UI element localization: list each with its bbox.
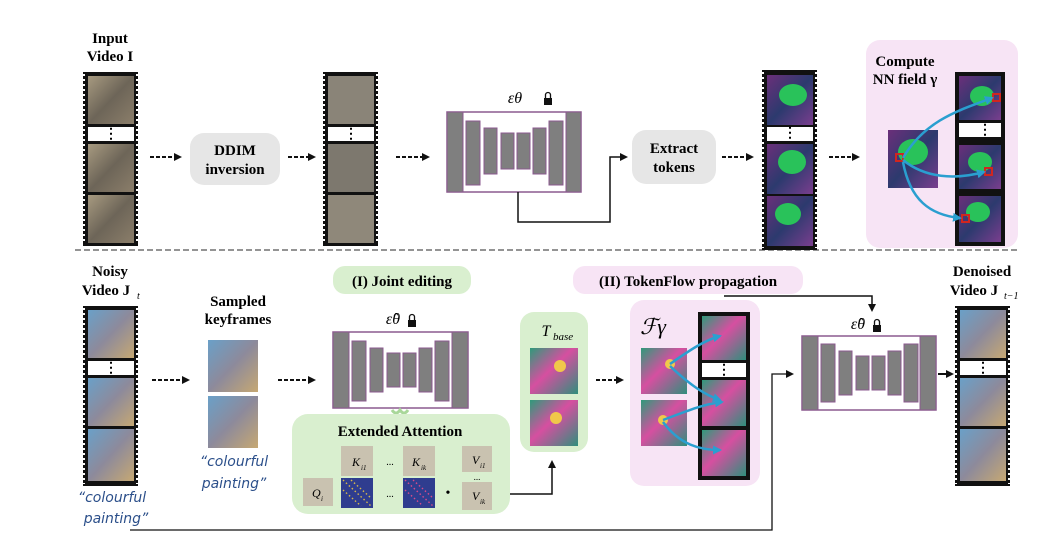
tf-arrow-3 <box>662 398 724 422</box>
noisy-sub: t <box>137 291 140 302</box>
noisy-label-1: Noisy <box>92 264 128 280</box>
attention-kk: K ik <box>403 446 435 476</box>
svg-text:V: V <box>472 489 481 503</box>
extract-label-1: Extract <box>650 141 698 157</box>
svg-text:ik: ik <box>480 498 486 506</box>
input-video-label-2: Video I <box>87 49 134 65</box>
noisy-video-filmstrip <box>83 306 138 486</box>
svg-text:ik: ik <box>421 464 427 472</box>
joint-editing-label: (I) Joint editing <box>352 274 453 290</box>
attention-dot-product: • <box>446 486 451 501</box>
svg-text:i1: i1 <box>480 462 485 470</box>
tf-arrow-4 <box>661 421 722 455</box>
tbase-token-maps <box>530 348 578 446</box>
tokenflow-keyframe-tokens <box>641 348 687 446</box>
prompt-mid-2: painting” <box>201 476 267 492</box>
lock-icon-top <box>544 91 552 105</box>
denoised-ellipsis: ⋮ <box>976 361 990 376</box>
unet-top <box>446 111 582 193</box>
nn-source-token-map <box>888 130 938 188</box>
attention-connector <box>390 407 410 415</box>
ddim-label-1: DDIM <box>214 143 256 159</box>
svg-text:K: K <box>411 455 421 469</box>
svg-text:Q: Q <box>312 486 321 500</box>
input-video-filmstrip <box>83 72 138 246</box>
noisy-ellipsis: ⋮ <box>104 361 118 376</box>
svg-text:i1: i1 <box>361 464 366 472</box>
tbase-sub: base <box>553 331 573 343</box>
lock-icon-joint <box>408 313 416 327</box>
attention-dots-k: ... <box>386 457 394 468</box>
input-ellipsis: ⋮ <box>104 127 118 142</box>
arrow-tokenflow-to-unet <box>724 295 876 312</box>
unet-joint-label: ε̂θ <box>386 311 400 328</box>
denoised-label-1: Denoised <box>953 264 1012 280</box>
tokenflow-ellipsis: ⋮ <box>717 363 731 378</box>
attention-dots-m: ... <box>386 489 394 500</box>
ddim-inversion-box <box>190 133 280 185</box>
svg-text:V: V <box>472 453 481 467</box>
sampled-keyframes <box>208 340 258 448</box>
ddim-label-2: inversion <box>205 162 265 178</box>
lock-icon-denoise <box>873 318 881 332</box>
attention-v1: V i1 <box>462 446 492 472</box>
nn-ellipsis: ⋮ <box>978 123 992 138</box>
tbase-label: T <box>542 323 552 340</box>
attention-k1: K i1 <box>341 446 373 476</box>
nn-arrow-1 <box>901 96 994 159</box>
tf-arrow-1 <box>669 333 722 366</box>
inverted-video-filmstrip <box>323 72 378 246</box>
prompt-mid-1: “colourful <box>200 454 268 470</box>
denoised-sub: t−1 <box>1004 291 1019 302</box>
unet-top-label: εθ <box>508 90 522 107</box>
unet-joint <box>332 331 469 409</box>
nn-arrow-2 <box>902 159 986 179</box>
denoised-label-2: Video J <box>950 283 999 299</box>
arrow-attention-to-tbase <box>510 460 556 495</box>
unet-denoise <box>801 335 937 411</box>
noisy-label-2: Video J <box>82 283 131 299</box>
nn-arrow-3 <box>901 161 962 222</box>
attention-dots-v: ... <box>474 472 481 482</box>
sampled-label-2: keyframes <box>205 312 272 328</box>
tokenflow-output-filmstrip <box>698 312 750 480</box>
tokenflow-pill <box>573 266 803 294</box>
f-gamma-label: ℱγ <box>640 314 667 339</box>
nn-target-filmstrip <box>955 72 1005 246</box>
unet-denoise-label: ε̂θ <box>851 316 865 333</box>
feature-filmstrip <box>762 70 817 250</box>
nn-label-2: NN field γ <box>873 72 938 88</box>
extract-label-2: tokens <box>653 160 695 176</box>
prompt-left-2: painting” <box>83 511 149 527</box>
svg-text:i: i <box>321 495 323 503</box>
inverted-ellipsis: ⋮ <box>344 127 358 142</box>
prompt-left-1: “colourful <box>78 490 146 506</box>
sampled-label-1: Sampled <box>210 294 267 310</box>
extract-tokens-box <box>632 130 716 184</box>
attention-matrix-1 <box>341 478 373 508</box>
extended-attention-label: Extended Attention <box>338 424 463 440</box>
tokenflow-label: (II) TokenFlow propagation <box>599 274 778 290</box>
input-video-label-1: Input <box>92 31 128 47</box>
attention-q: Q i <box>303 478 333 506</box>
attention-vk: V ik <box>462 482 492 510</box>
svg-text:K: K <box>351 455 361 469</box>
attention-matrix-k <box>403 478 435 508</box>
joint-editing-pill <box>333 266 471 294</box>
feature-ellipsis: ⋮ <box>783 126 797 141</box>
nn-label-1: Compute <box>875 54 935 70</box>
denoised-video-filmstrip <box>955 306 1010 486</box>
arrow-noisy-to-denoise <box>130 370 794 531</box>
arrow-unet-to-extract <box>517 153 628 223</box>
